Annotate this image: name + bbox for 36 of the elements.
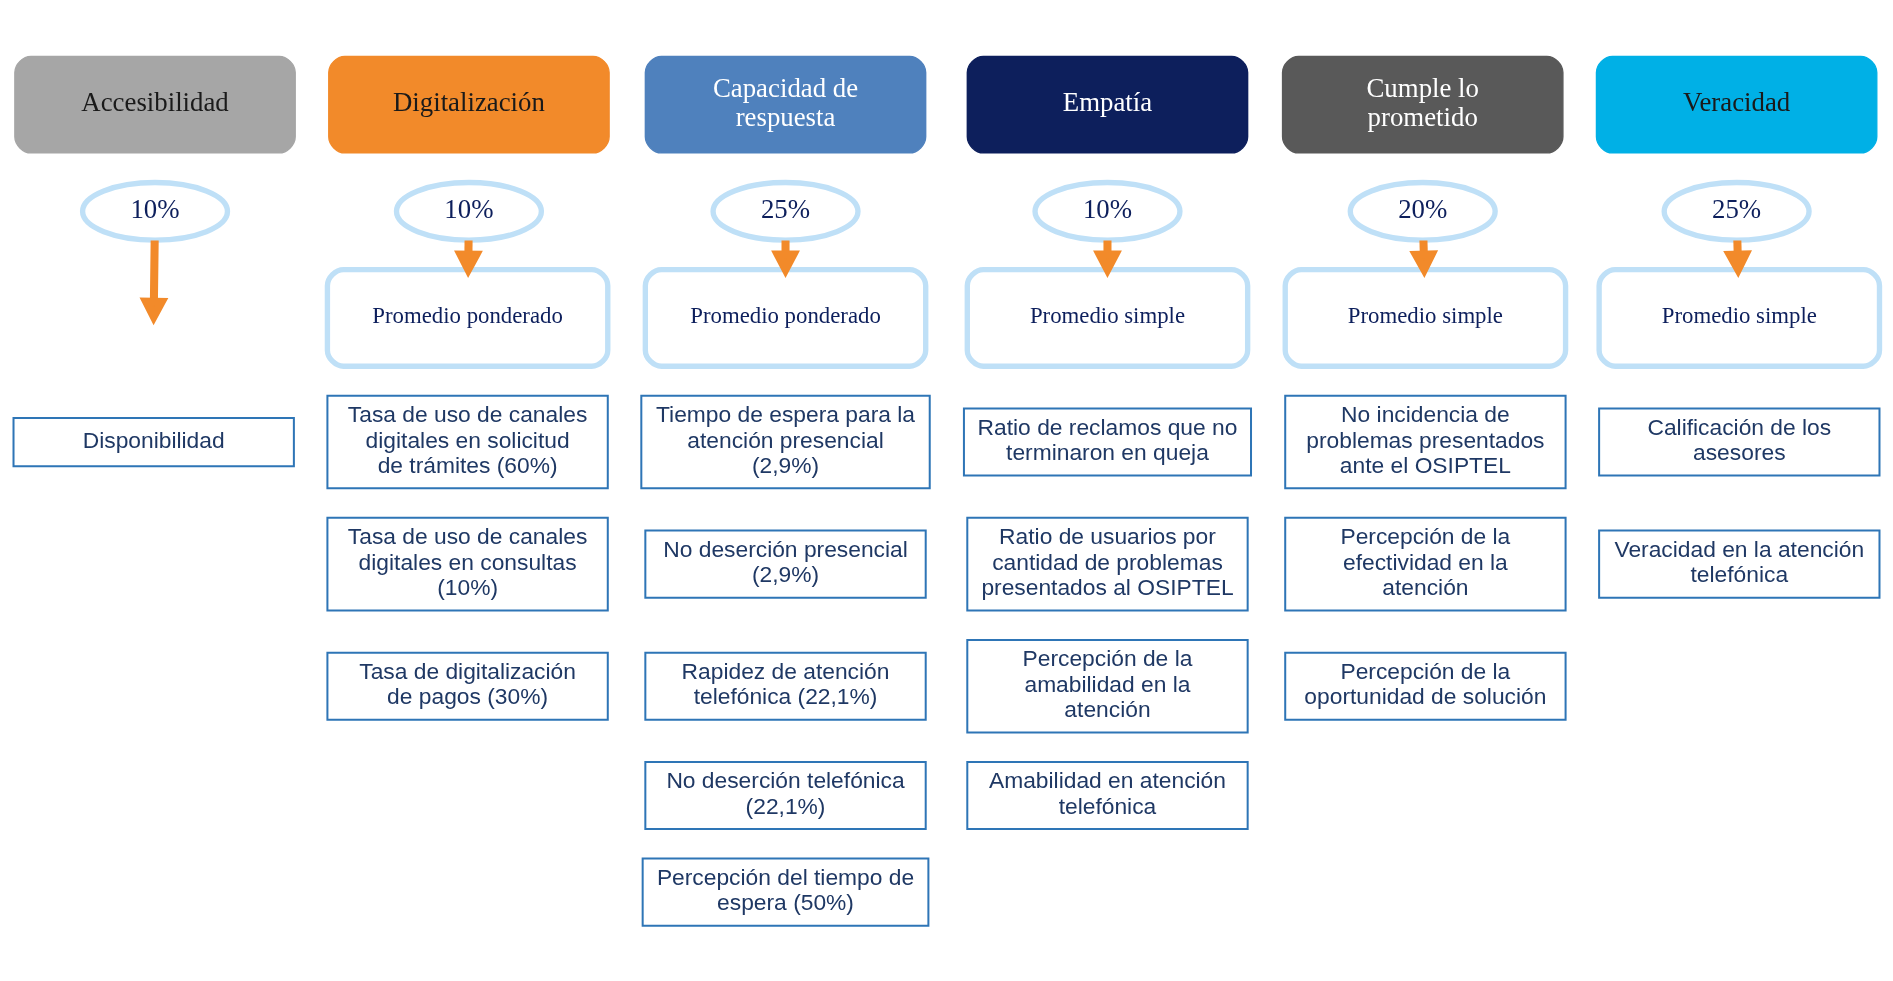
- node-box: Empatía: [966, 55, 1249, 154]
- node-box: Veracidad en la atención telefónica: [1598, 529, 1881, 599]
- node-box: Ratio de reclamos que no terminaron en queja: [962, 407, 1252, 477]
- node-ellipse: 10%: [79, 179, 231, 243]
- node-box: Percepción de la efectividad en la atención: [1284, 516, 1567, 611]
- node-box: Percepción de la oportunidad de solución: [1284, 651, 1567, 721]
- node-box: Rapidez de atención telefónica (22,1%): [644, 651, 927, 721]
- node-box: Tasa de uso de canales digitales en consultas (10%): [326, 516, 609, 611]
- node-ellipse: 10%: [393, 179, 545, 243]
- node-ellipse: 25%: [1661, 179, 1812, 243]
- node-box: Accesibilidad: [14, 55, 296, 154]
- node-box: Digitalización: [328, 55, 610, 154]
- node-ellipse: 10%: [1032, 179, 1183, 243]
- node-box: Percepción de la amabilidad en la atención: [966, 638, 1249, 733]
- node-box: Amabilidad en atención telefónica: [966, 760, 1249, 830]
- node-box: Disponibilidad: [12, 416, 295, 467]
- node-box: No deserción presencial (2,9%): [644, 529, 927, 599]
- node-box: Tiempo de espera para la atención presencial (2,9%): [640, 394, 931, 489]
- node-box: Cumple lo prometido: [1281, 55, 1564, 154]
- node-box: Promedio ponderado: [324, 266, 611, 369]
- node-box: No incidencia de problemas presentados ante el OSIPTEL: [1284, 394, 1567, 489]
- arrow: [139, 239, 169, 325]
- node-box: Promedio simple: [1596, 266, 1883, 369]
- node-box: Promedio simple: [1282, 266, 1569, 369]
- node-box: Promedio simple: [964, 266, 1251, 369]
- node-box: Ratio de usuarios por cantidad de problemas presentados al OSIPTEL: [966, 516, 1249, 611]
- node-box: Percepción del tiempo de espera (50%): [641, 857, 930, 927]
- node-ellipse: 25%: [710, 179, 861, 243]
- node-box: Tasa de uso de canales digitales en solicitud de trámites (60%): [326, 394, 609, 489]
- node-box: No deserción telefónica (22,1%): [644, 760, 927, 830]
- node-box: Promedio ponderado: [642, 266, 929, 369]
- node-box: Calificación de los asesores: [1598, 407, 1881, 477]
- node-ellipse: 20%: [1347, 179, 1498, 243]
- node-box: Veracidad: [1595, 55, 1878, 154]
- node-box: Tasa de digitalización de pagos (30%): [326, 651, 609, 721]
- node-box: Capacidad de respuesta: [644, 55, 927, 154]
